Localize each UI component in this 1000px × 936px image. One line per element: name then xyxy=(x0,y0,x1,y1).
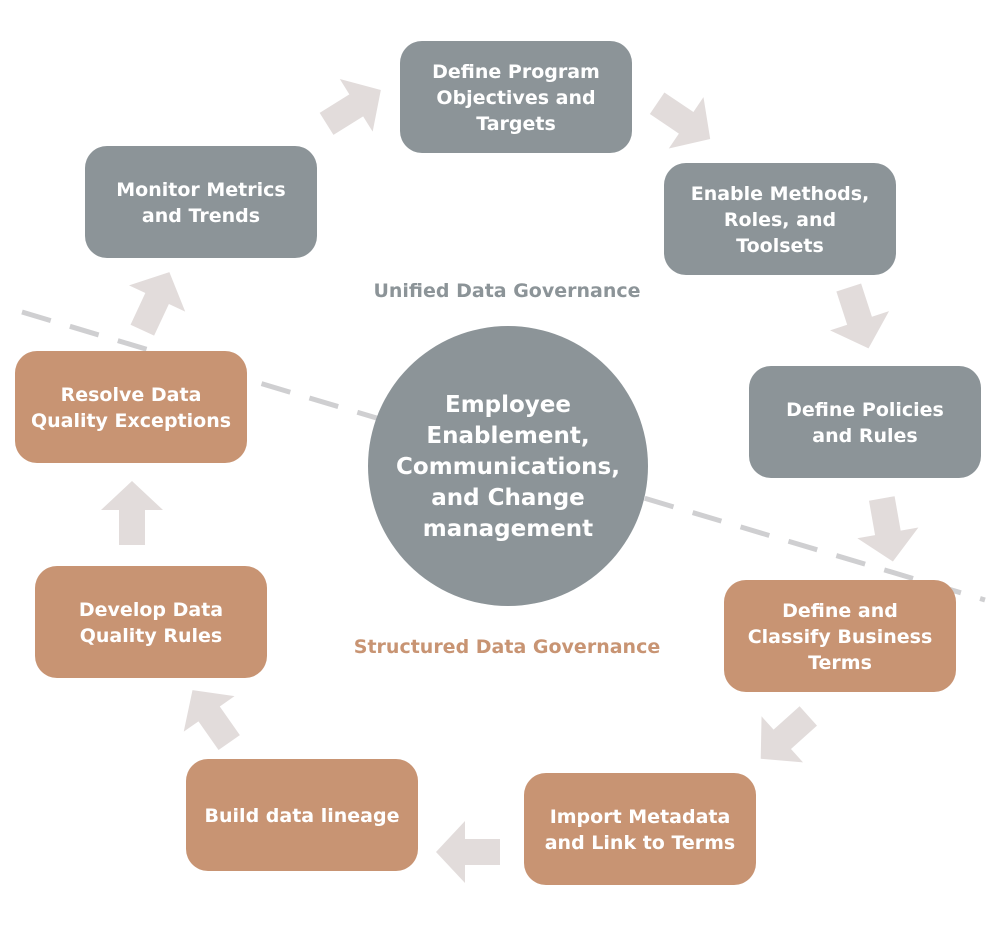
step-label-line: Toolsets xyxy=(736,235,824,257)
step-label-line: Develop Data xyxy=(79,599,223,621)
step-box-background xyxy=(749,366,981,478)
step-label-line: Define and xyxy=(782,600,898,622)
center-label-line: Employee xyxy=(445,392,571,418)
step-label-line: Define Program xyxy=(432,61,600,83)
step-label-line: Classify Business xyxy=(748,626,933,648)
step-label-line: Roles, and xyxy=(724,209,836,231)
step-label-line: Import Metadata xyxy=(550,806,731,828)
center-label-line: Communications, xyxy=(396,454,620,480)
flow-arrow-icon xyxy=(857,496,919,562)
flow-arrow-icon xyxy=(183,690,240,751)
flow-arrow-icon xyxy=(649,92,711,149)
center-label-line: and Change xyxy=(431,485,585,511)
step-label-line: Build data lineage xyxy=(205,805,400,827)
step-label-line: Quality Exceptions xyxy=(31,410,231,432)
step-box-background xyxy=(186,759,418,871)
step-box-background xyxy=(664,163,896,275)
step-label-line: and Trends xyxy=(142,205,260,227)
flow-arrow-icon xyxy=(319,79,381,135)
structured-governance-label: Structured Data Governance xyxy=(354,636,660,658)
step-box-background xyxy=(400,41,632,153)
step-box-background xyxy=(85,146,317,258)
flow-arrow-icon xyxy=(760,706,817,763)
step-label-line: Targets xyxy=(476,113,556,135)
step-label-line: Monitor Metrics xyxy=(116,179,285,201)
flow-arrow-icon xyxy=(129,272,186,336)
flow-arrow-icon xyxy=(101,481,163,545)
step-label-line: Resolve Data xyxy=(61,384,202,406)
center-label-line: management xyxy=(423,516,593,542)
step-label-line: Quality Rules xyxy=(80,625,222,647)
step-box-background xyxy=(724,580,956,692)
step-box-define-policies-rules: Define Policies and Rules xyxy=(749,366,981,478)
step-box-background xyxy=(524,773,756,885)
step-label-line: Objectives and xyxy=(436,87,595,109)
step-box-background xyxy=(15,351,247,463)
step-box-import-metadata-link-terms: Import Metadata and Link to Terms xyxy=(524,773,756,885)
step-label-line: and Rules xyxy=(812,425,917,447)
step-label-line: Terms xyxy=(808,652,872,674)
step-label-line: Define Policies xyxy=(786,399,944,421)
flow-arrows xyxy=(101,79,919,883)
center-circle xyxy=(368,326,648,606)
step-box-monitor-metrics-trends: Monitor Metrics and Trends xyxy=(85,146,317,258)
step-label-line: and Link to Terms xyxy=(545,832,736,854)
flow-arrow-icon xyxy=(436,821,500,883)
flow-arrow-icon xyxy=(830,283,890,349)
step-box-background xyxy=(35,566,267,678)
unified-governance-label: Unified Data Governance xyxy=(373,280,640,302)
center-label-line: Enablement, xyxy=(426,423,589,449)
step-box-build-data-lineage: Build data lineage xyxy=(186,759,418,871)
step-label-line: Enable Methods, xyxy=(691,183,870,205)
